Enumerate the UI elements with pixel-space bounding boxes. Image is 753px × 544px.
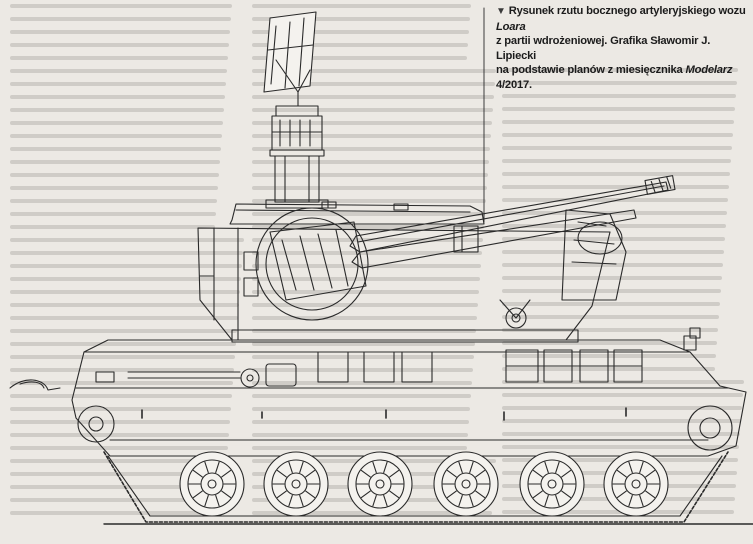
road-wheels — [179, 451, 669, 517]
road-wheel — [519, 451, 585, 517]
road-wheel — [263, 451, 329, 517]
radar-assembly — [263, 11, 329, 209]
hull — [9, 327, 747, 457]
caption-marker-icon: ▼ — [496, 6, 506, 17]
caption-line-3: na podstawie planów z miesięcznika Model… — [496, 64, 733, 91]
turret — [197, 175, 676, 343]
road-wheel — [347, 451, 413, 517]
caption-line-2: z partii wdrożeniowej. Grafika Sławomir … — [496, 35, 711, 62]
caption-line-1: ▼Rysunek rzutu bocznego artyleryjskiego … — [496, 5, 746, 33]
figure-caption: ▼Rysunek rzutu bocznego artyleryjskiego … — [496, 4, 748, 93]
road-wheel — [603, 451, 669, 517]
track — [77, 405, 733, 523]
road-wheel — [179, 451, 245, 517]
road-wheel — [433, 451, 499, 517]
